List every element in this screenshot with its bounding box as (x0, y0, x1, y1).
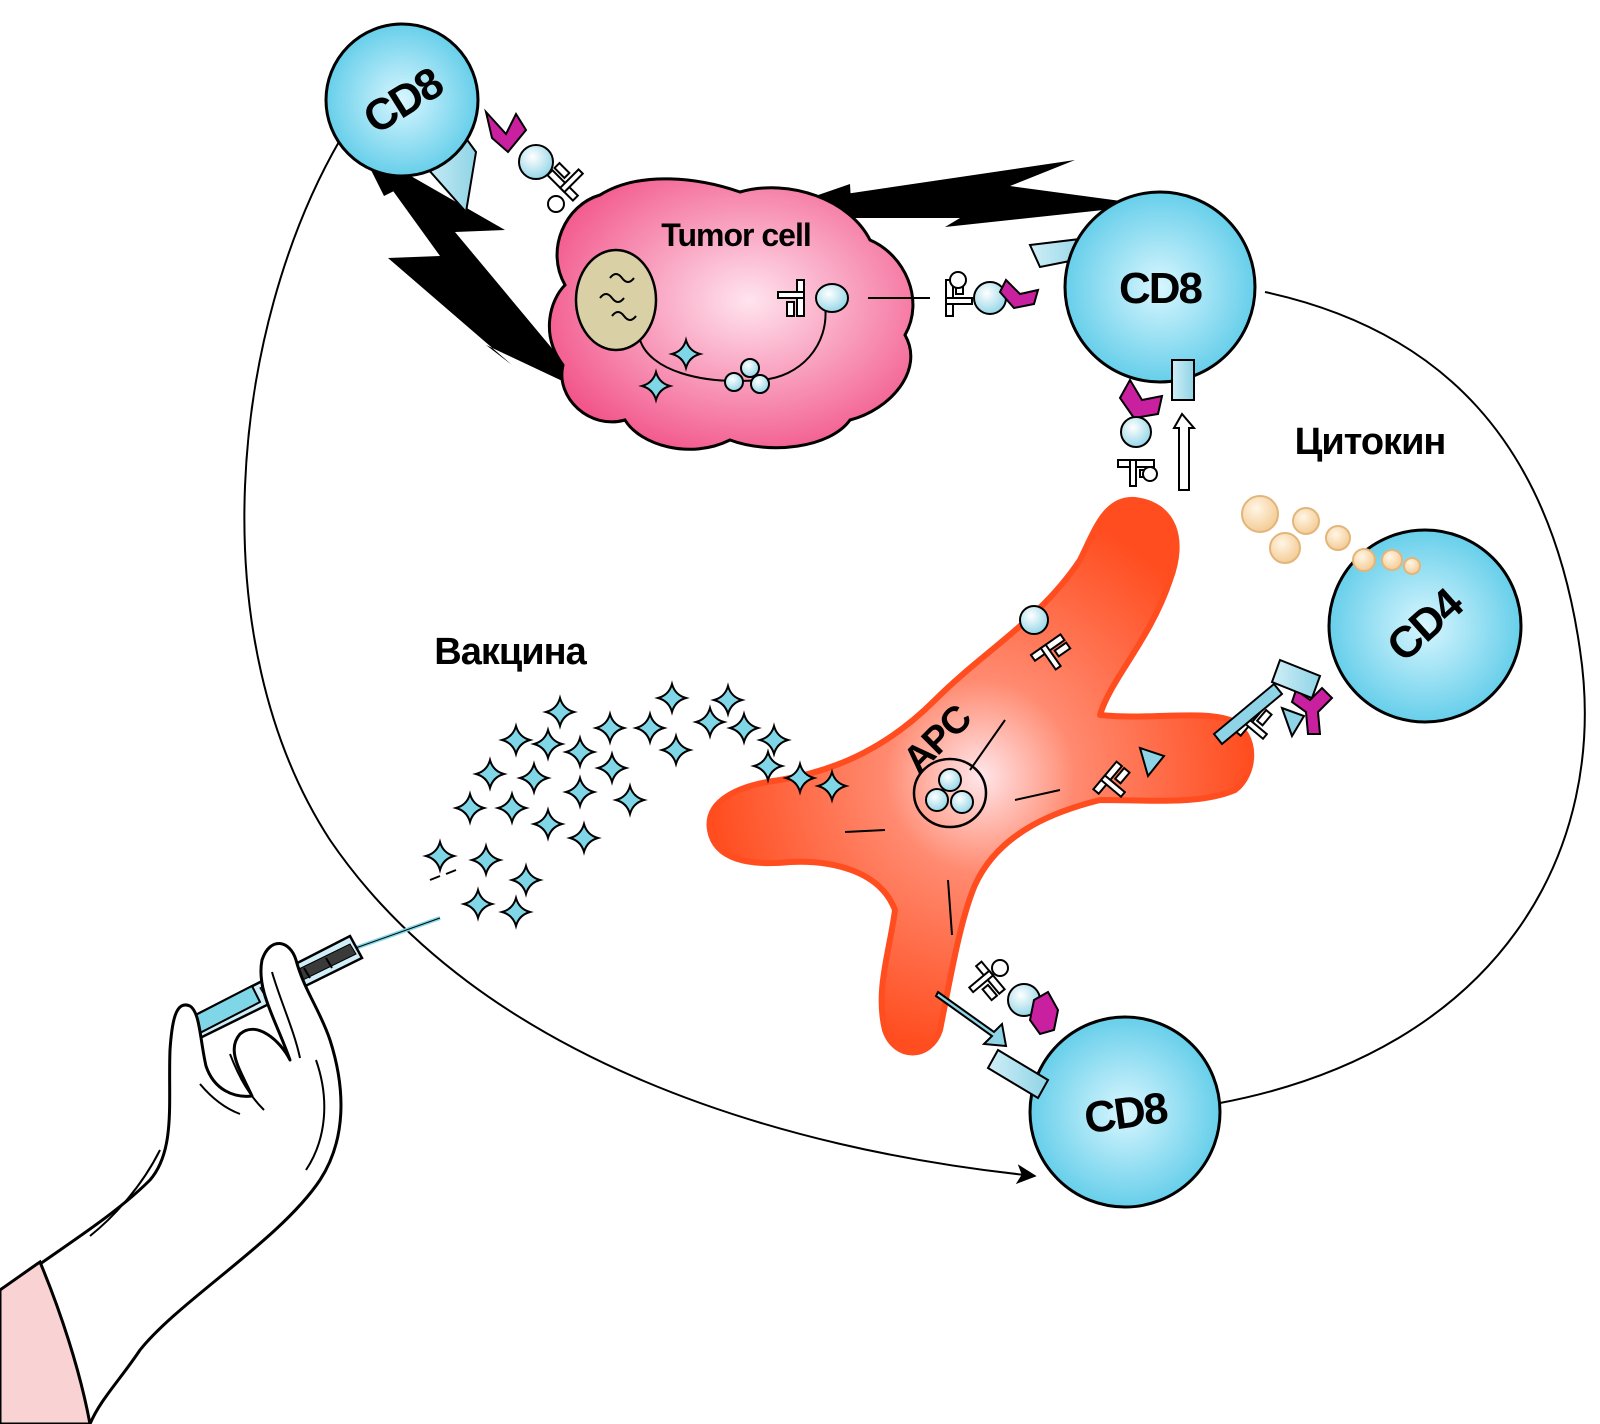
synapse-apc-cd8-bottom (934, 959, 1060, 1100)
cd8-label: CD8 (1081, 1083, 1171, 1143)
cd8-label: CD8 (1119, 264, 1203, 313)
vaccine-label: Вакцина (434, 631, 587, 673)
sleeve (0, 1259, 92, 1424)
cytokine-label: Цитокин (1295, 421, 1446, 463)
synapse-apc-cd4 (1212, 658, 1334, 749)
tumor-nucleus (574, 248, 658, 352)
cd8-cell-top-right: CD8 (1063, 190, 1257, 384)
cytokine-dots (1241, 495, 1421, 575)
tumor-cell-label: Tumor cell (661, 217, 810, 253)
cd4-cell: CD4 (1327, 528, 1523, 724)
synapse-cd8-apc-top (1117, 359, 1197, 491)
vaccine-antigens (425, 683, 789, 927)
gloved-hand (38, 942, 343, 1424)
tumor-cell: Tumor cell (547, 177, 915, 451)
cd8-cell-bottom: CD8 (1028, 1015, 1222, 1209)
circulation-path (243, 139, 1586, 1185)
cd8-cell-top-left: CD8 (324, 22, 480, 178)
